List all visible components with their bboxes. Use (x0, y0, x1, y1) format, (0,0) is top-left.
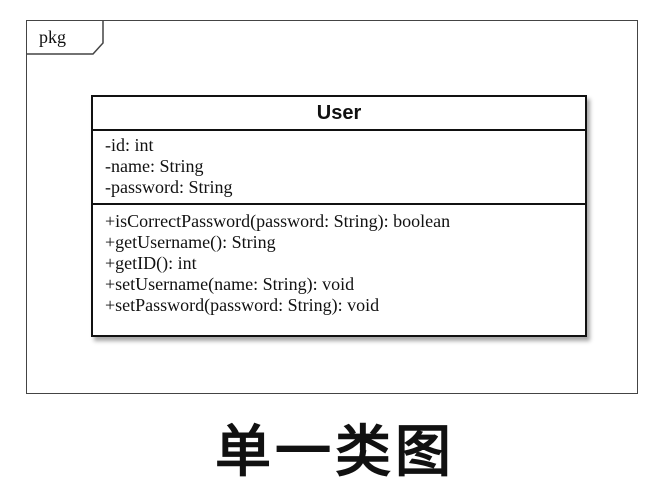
package-tab-outline (27, 21, 104, 55)
operation-is-correct-password: +isCorrectPassword(password: String): bo… (105, 211, 451, 231)
class-name: User (93, 97, 585, 131)
attribute-id: -id: int (105, 135, 154, 155)
attributes-section: -id: int -name: String -password: String (93, 131, 585, 205)
operations-section: +isCorrectPassword(password: String): bo… (93, 205, 585, 316)
operation-get-username: +getUsername(): String (105, 232, 276, 252)
figure-caption: 单一类图 (215, 420, 455, 485)
user-class-box: User -id: int -name: String -password: S… (91, 95, 587, 337)
package-tab: pkg (27, 21, 105, 55)
attribute-name: -name: String (105, 156, 204, 176)
attribute-password: -password: String (105, 177, 233, 197)
package-label: pkg (39, 27, 66, 47)
operation-set-password: +setPassword(password: String): void (105, 295, 380, 315)
operation-get-id: +getID(): int (105, 253, 197, 273)
operation-set-username: +setUsername(name: String): void (105, 274, 355, 294)
